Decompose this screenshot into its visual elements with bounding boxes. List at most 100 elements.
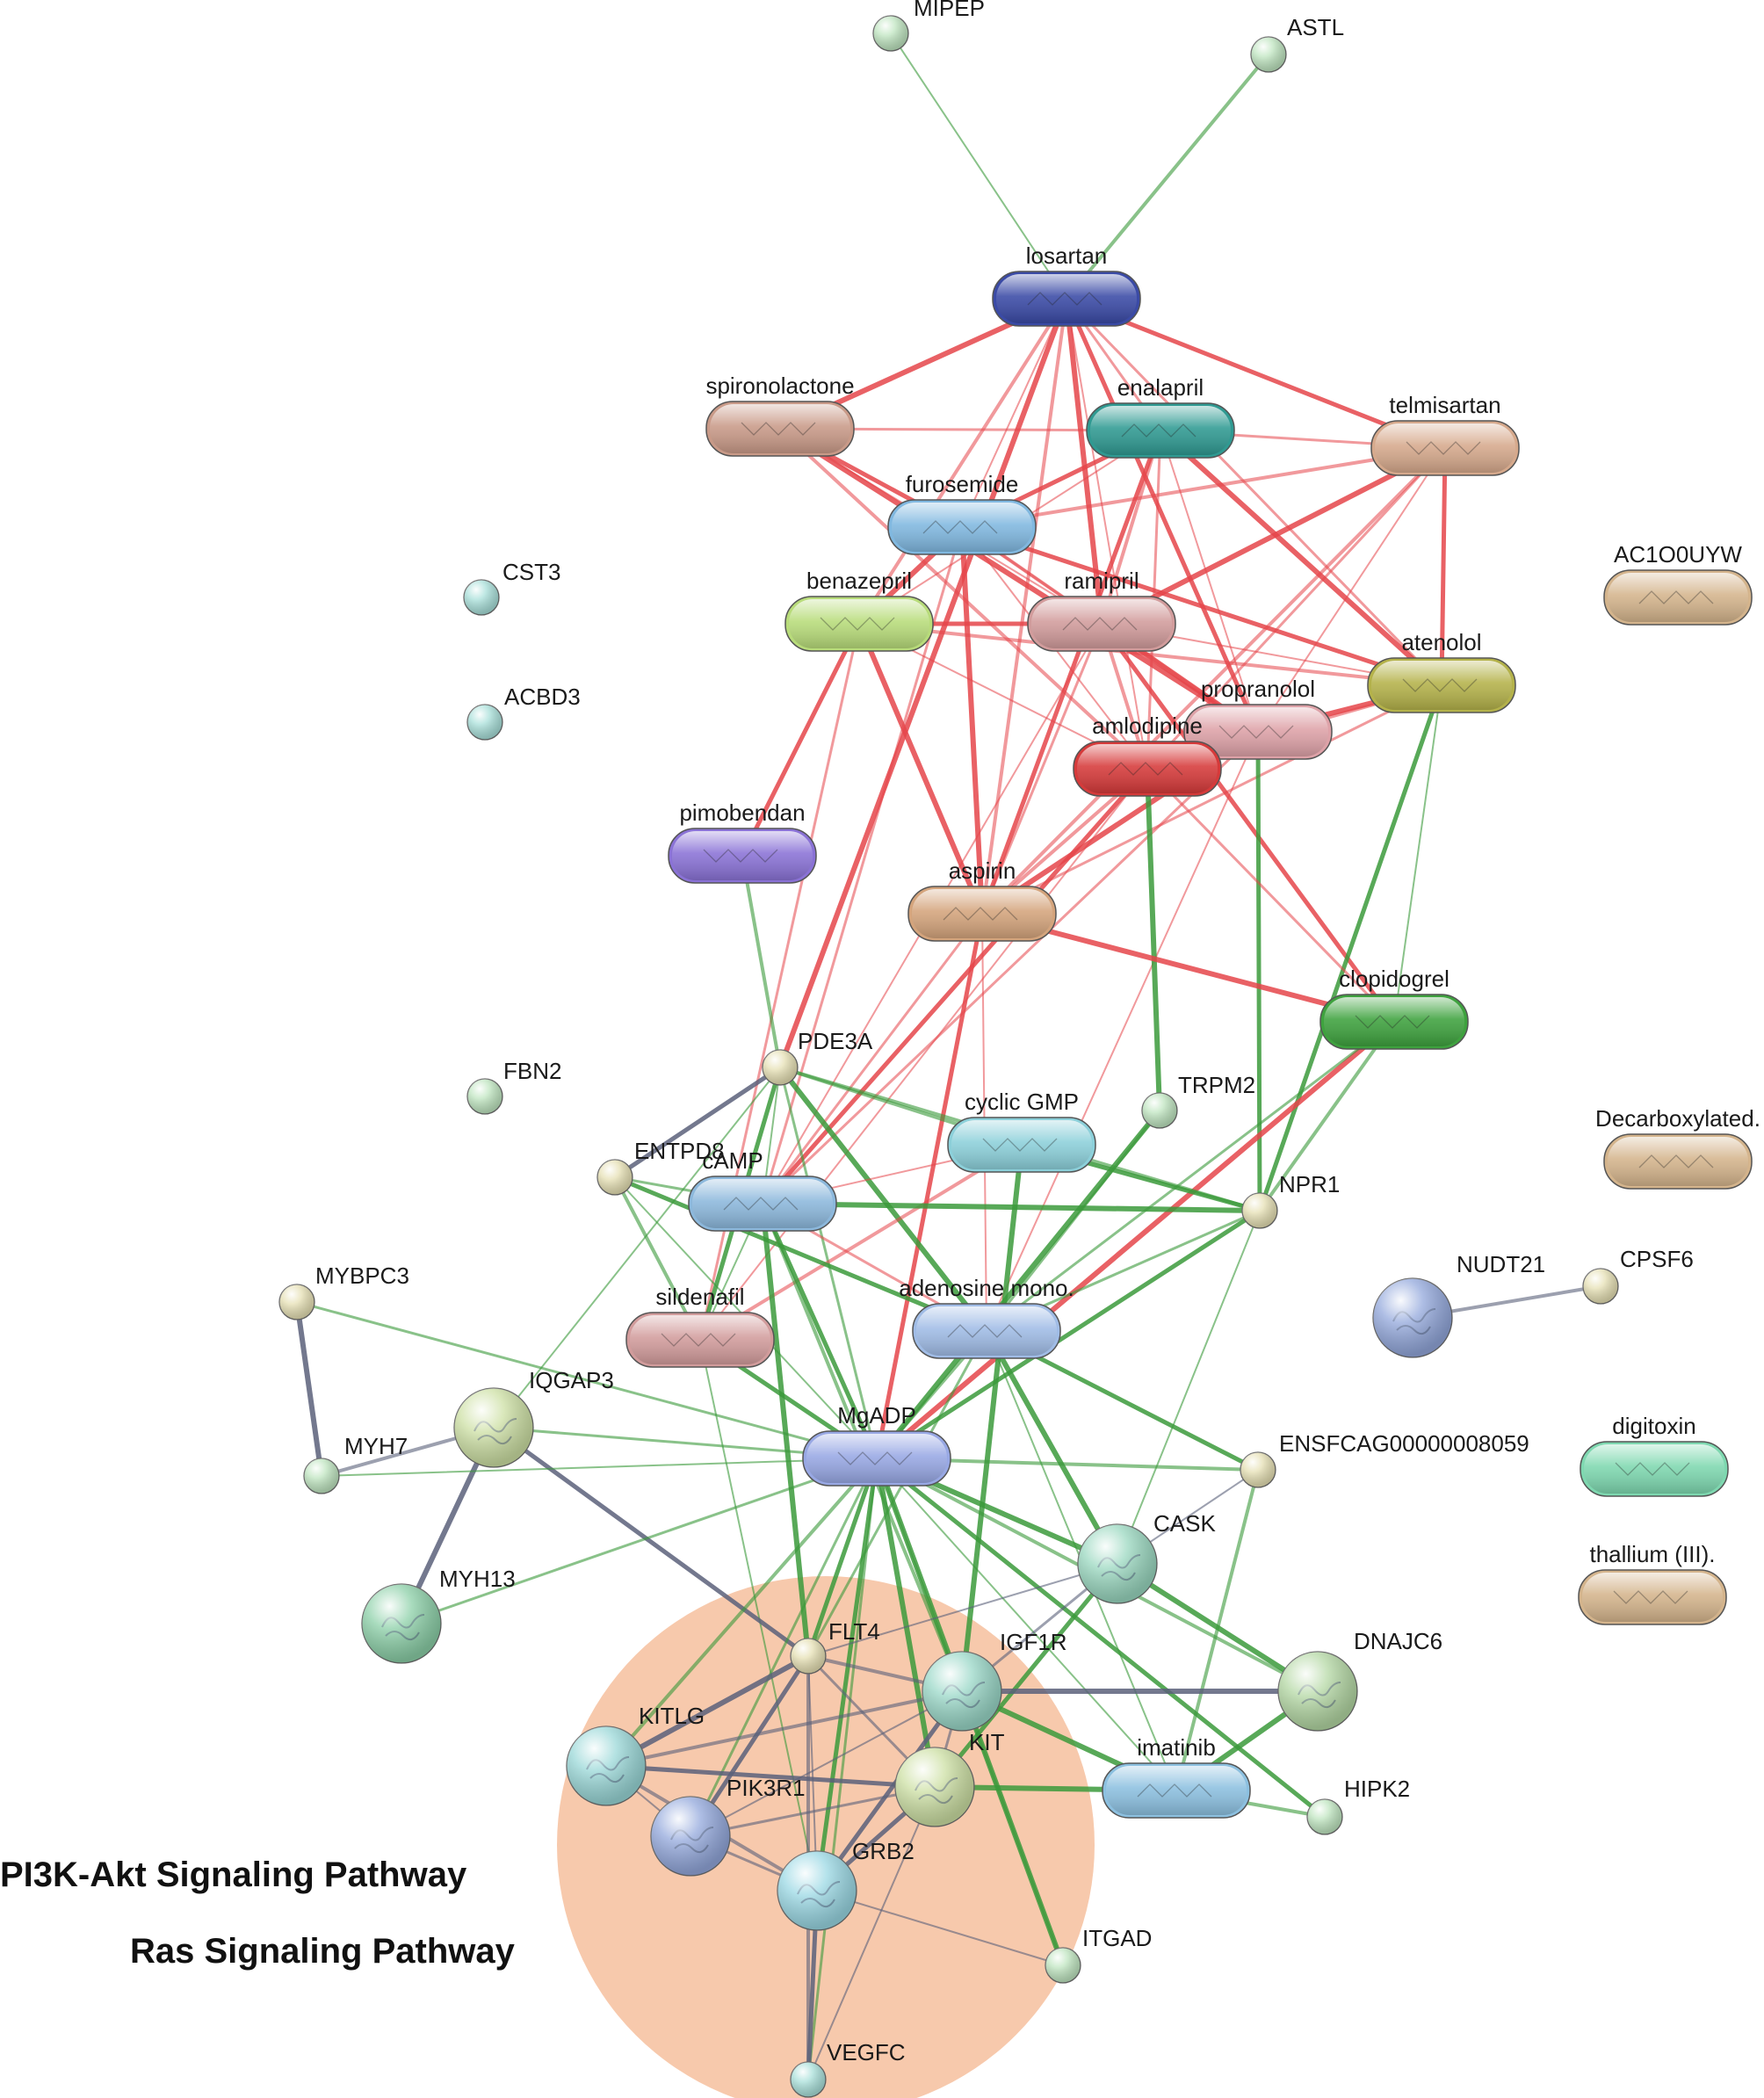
edge-amlodipine-trpm2 xyxy=(1145,766,1162,1113)
node-itgad[interactable]: ITGAD xyxy=(1045,1925,1152,1984)
edge-pimobendan-pde3a xyxy=(741,854,782,1069)
node-grb2[interactable]: GRB2 xyxy=(777,1838,915,1931)
edge-mgadp-kit xyxy=(874,1456,937,1790)
node-label: MgADP xyxy=(837,1402,916,1429)
node-dnajc6[interactable]: DNAJC6 xyxy=(1277,1628,1442,1732)
node-pimobendan[interactable]: pimobendan xyxy=(668,799,817,884)
node-igf1r[interactable]: IGF1R xyxy=(922,1629,1067,1732)
node-gloss xyxy=(895,1747,974,1827)
edge-camp-npr1 xyxy=(760,1201,1262,1213)
node-label: DNAJC6 xyxy=(1354,1628,1442,1654)
node-amlodipine[interactable]: amlodipine xyxy=(1073,713,1222,797)
node-cask[interactable]: CASK xyxy=(1077,1510,1216,1604)
edge-clopidogrel-mgadp xyxy=(874,1019,1397,1461)
node-myh7[interactable]: MYH7 xyxy=(303,1433,408,1494)
node-label: benazepril xyxy=(806,568,912,594)
node-digitoxin[interactable]: digitoxin xyxy=(1580,1413,1729,1497)
node-mybpc3[interactable]: MYBPC3 xyxy=(278,1262,409,1320)
node-gloss xyxy=(1240,1452,1276,1487)
node-furosemide[interactable]: furosemide xyxy=(887,471,1037,555)
node-propranolol[interactable]: propranolol xyxy=(1183,676,1333,760)
edge-spironolactone-propranolol xyxy=(777,426,1261,734)
edge-telmisartan-atenolol xyxy=(1439,445,1448,688)
molecule-structure-icon xyxy=(943,907,1018,921)
node-decarboxylated[interactable]: Decarboxylated. xyxy=(1595,1105,1760,1190)
edge-furosemide-aspirin xyxy=(959,524,985,916)
node-camp[interactable]: cAMP xyxy=(688,1147,837,1232)
node-label: amlodipine xyxy=(1092,713,1203,739)
edge-adenosine-flt4 xyxy=(806,1329,988,1658)
node-gloss xyxy=(464,580,499,615)
node-label: cAMP xyxy=(702,1147,763,1174)
node-mipep[interactable]: MIPEP xyxy=(872,0,985,52)
node-kit[interactable]: KIT xyxy=(894,1729,1005,1827)
molecule-structure-icon xyxy=(1638,590,1714,604)
pill-gloss xyxy=(1371,661,1512,710)
node-gloss xyxy=(1307,1799,1342,1834)
node-spironolactone[interactable]: spironolactone xyxy=(705,373,855,457)
node-imatinib[interactable]: imatinib xyxy=(1102,1734,1251,1819)
node-fbn2[interactable]: FBN2 xyxy=(466,1058,561,1115)
node-label: GRB2 xyxy=(852,1838,915,1864)
molecule-structure-icon xyxy=(1108,762,1183,776)
node-telmisartan[interactable]: telmisartan xyxy=(1370,392,1520,476)
pill-gloss xyxy=(1031,599,1172,648)
node-vegfc[interactable]: VEGFC xyxy=(790,2039,906,2098)
node-entpd8[interactable]: ENTPD8 xyxy=(596,1138,725,1196)
node-benazepril[interactable]: benazepril xyxy=(784,568,934,652)
edge-entpd8-adenosine xyxy=(612,1175,989,1334)
edge-adenosine-cask xyxy=(984,1328,1120,1566)
node-hipk2[interactable]: HIPK2 xyxy=(1306,1776,1410,1835)
node-nudt21[interactable]: NUDT21 xyxy=(1372,1251,1545,1358)
edge-telmisartan-furosemide xyxy=(960,446,1447,529)
node-pik3r1[interactable]: PIK3R1 xyxy=(650,1775,806,1877)
node-label: ITGAD xyxy=(1082,1925,1152,1951)
node-label: ASTL xyxy=(1287,14,1344,40)
node-gloss xyxy=(791,1639,826,1674)
node-gloss xyxy=(454,1388,533,1467)
node-gloss xyxy=(1583,1269,1618,1304)
node-cst3[interactable]: CST3 xyxy=(463,559,560,616)
node-npr1[interactable]: NPR1 xyxy=(1241,1171,1340,1229)
edge-benazepril-aspirin xyxy=(857,621,985,916)
pathway-label-pi3k-akt: PI3K-Akt Signaling Pathway xyxy=(0,1856,467,1894)
node-mgadp[interactable]: MgADP xyxy=(802,1402,951,1487)
edge-losartan-propranolol xyxy=(1064,296,1261,734)
molecule-structure-icon xyxy=(1615,1462,1690,1476)
node-ramipril[interactable]: ramipril xyxy=(1027,568,1176,652)
edge-telmisartan-aspirin xyxy=(980,446,1447,915)
molecule-structure-icon xyxy=(947,1324,1023,1338)
node-label: ACBD3 xyxy=(504,684,581,710)
edge-propranolol-npr1 xyxy=(1255,729,1262,1213)
node-acbd3[interactable]: ACBD3 xyxy=(466,684,581,741)
node-label: NUDT21 xyxy=(1457,1251,1545,1277)
node-aspirin[interactable]: aspirin xyxy=(907,857,1057,942)
node-thallium[interactable]: thallium (III). xyxy=(1578,1541,1727,1625)
node-pde3a[interactable]: PDE3A xyxy=(762,1028,873,1086)
edge-clopidogrel-adenosine xyxy=(985,1020,1396,1333)
node-iqgap3[interactable]: IQGAP3 xyxy=(453,1367,614,1468)
node-kitlg[interactable]: KITLG xyxy=(566,1703,705,1806)
node-enalapril[interactable]: enalapril xyxy=(1086,374,1235,459)
node-losartan[interactable]: losartan xyxy=(992,242,1141,327)
edge-kit-pik3r1 xyxy=(689,1785,936,1838)
node-label: MYBPC3 xyxy=(315,1262,409,1289)
edge-myh7-mgadp xyxy=(321,1458,878,1477)
node-myh13[interactable]: MYH13 xyxy=(361,1566,516,1664)
node-cyclicgmp[interactable]: cyclic GMP xyxy=(947,1089,1096,1173)
node-trpm2[interactable]: TRPM2 xyxy=(1141,1072,1255,1129)
node-ensfcag[interactable]: ENSFCAG00000008059 xyxy=(1240,1430,1529,1488)
molecule-structure-icon xyxy=(1613,1590,1688,1604)
node-astl[interactable]: ASTL xyxy=(1250,14,1344,73)
node-gloss xyxy=(1242,1193,1277,1228)
node-clopidogrel[interactable]: clopidogrel xyxy=(1319,966,1469,1050)
node-ac1o0uyw[interactable]: AC1O0UYW xyxy=(1603,541,1753,626)
node-sildenafil[interactable]: sildenafil xyxy=(625,1284,775,1368)
edge-mgadp-kitlg xyxy=(604,1457,878,1768)
node-adenosine[interactable]: adenosine mono. xyxy=(899,1275,1074,1359)
node-cpsf6[interactable]: CPSF6 xyxy=(1582,1246,1694,1305)
edge-enalapril-aspirin xyxy=(980,428,1163,916)
node-label: CST3 xyxy=(502,559,560,585)
node-flt4[interactable]: FLT4 xyxy=(790,1618,880,1675)
node-atenolol[interactable]: atenolol xyxy=(1367,629,1516,713)
